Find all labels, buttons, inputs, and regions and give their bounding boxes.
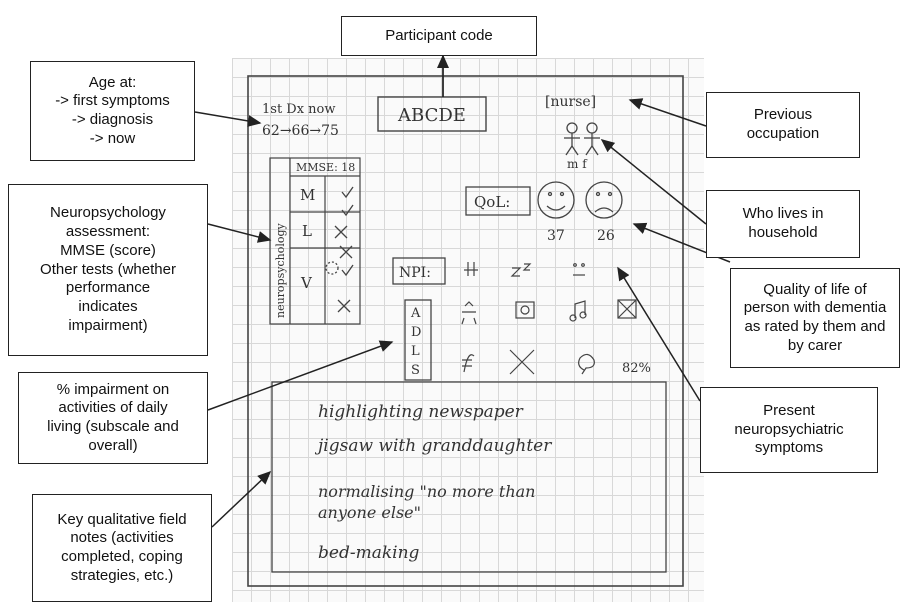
household-figures xyxy=(564,122,600,156)
npi-symbols xyxy=(464,262,585,277)
connector-arrows xyxy=(194,54,731,528)
qol-score-person: 37 xyxy=(547,228,565,244)
adl-label: % impairment on activities of daily livi… xyxy=(18,372,208,464)
who-lives-label: Who lives in household xyxy=(706,190,860,258)
field-notes-label: Key qualitative field notes (activities … xyxy=(32,494,212,602)
note-line-1: highlighting newspaper xyxy=(318,402,524,422)
qol-score-carer: 26 xyxy=(597,228,615,244)
previous-occupation-label: Previous occupation xyxy=(706,92,860,158)
neuro-vertical-text: neuropsychology xyxy=(274,222,287,318)
adl-symbols xyxy=(461,299,637,375)
npi-text: NPI: xyxy=(399,265,431,281)
note-line-3: normalising "no more than xyxy=(318,482,535,501)
code-text: ABCDE xyxy=(397,105,466,126)
participant-code-label: Participant code xyxy=(341,16,537,56)
page-outline xyxy=(247,75,684,587)
occupation-text: [nurse] xyxy=(545,94,596,110)
age-label: Age at: -> first symptoms -> diagnosis -… xyxy=(30,61,195,161)
qol-text: QoL: xyxy=(474,193,510,211)
test-row-v: V xyxy=(300,274,313,292)
note-line-2: jigsaw with granddaughter xyxy=(314,436,552,456)
qol-box xyxy=(465,186,531,216)
adl-letter-l: L xyxy=(411,344,420,359)
npi-box xyxy=(392,257,446,285)
adl-box xyxy=(404,299,432,381)
household-labels-text: m f xyxy=(567,157,588,171)
code-box xyxy=(377,96,487,132)
quality-of-life-label: Quality of life of person with dementia … xyxy=(730,268,900,368)
age-header-text: 1st Dx now xyxy=(262,102,336,117)
age-values-text: 62→66→75 xyxy=(262,123,339,139)
note-line-5: bed-making xyxy=(318,543,420,563)
test-row-m: M xyxy=(300,186,315,204)
qol-faces xyxy=(537,181,623,219)
notes-box xyxy=(271,381,667,573)
adl-letter-s: S xyxy=(411,363,420,378)
note-line-4: anyone else" xyxy=(318,503,421,522)
neuropsychiatric-label: Present neuropsychiatric symptoms xyxy=(700,387,878,473)
adl-letter-a: A xyxy=(410,306,421,321)
test-row-l: L xyxy=(302,222,312,240)
test-marks xyxy=(325,186,354,313)
sketch-paper xyxy=(232,58,704,602)
neuro-table xyxy=(269,157,361,325)
adl-letter-d: D xyxy=(411,325,421,340)
adl-percent-text: 82% xyxy=(622,361,651,376)
mmse-text: MMSE: 18 xyxy=(296,161,355,174)
neuropsychology-label: Neuropsychology assessment: MMSE (score)… xyxy=(8,184,208,356)
